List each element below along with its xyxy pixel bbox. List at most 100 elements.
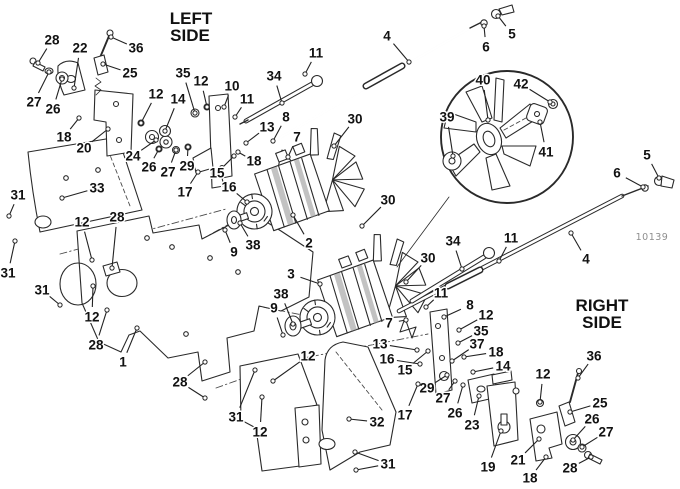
leader-target: [449, 358, 455, 364]
leader-target: [359, 223, 365, 229]
leader-line: [458, 319, 478, 331]
leader-line: [300, 276, 321, 285]
callout-number: 41: [538, 145, 554, 160]
leader-line: [260, 396, 263, 423]
callout-number: 35: [175, 66, 191, 81]
callout-number: 12: [535, 367, 550, 382]
callout-28: 28: [87, 307, 110, 354]
callout-34: 34: [444, 232, 465, 272]
leader-target: [656, 175, 662, 181]
callout-number: 7: [385, 316, 393, 331]
callout-18: 18: [55, 115, 82, 146]
callout-7: 7: [285, 128, 302, 160]
left-side-label-line1: LEFT: [170, 9, 213, 28]
leader-target: [59, 76, 65, 82]
leader-line: [457, 384, 464, 404]
callout-number: 10: [224, 79, 239, 94]
leader-line: [73, 57, 80, 89]
callout-19: 19: [479, 428, 504, 476]
leader-target: [456, 327, 462, 333]
callout-4: 4: [382, 27, 412, 65]
callout-number: 28: [562, 461, 578, 476]
callout-12: 12: [534, 365, 552, 405]
callout-number: 29: [419, 381, 434, 396]
leader-line: [473, 395, 480, 416]
leader-target: [461, 354, 467, 360]
callout-39: 39: [438, 108, 456, 159]
plate-33: [27, 136, 143, 233]
leader-target: [280, 332, 286, 338]
callout-number: 31: [228, 410, 244, 425]
callout-6: 6: [481, 23, 492, 56]
leader-target: [76, 115, 82, 121]
callout-30: 30: [359, 191, 397, 229]
callout-8: 8: [270, 108, 292, 144]
leader-line: [412, 350, 429, 365]
callout-15: 15: [208, 153, 237, 182]
callout-number: 4: [582, 252, 590, 267]
callout-27: 27: [434, 378, 458, 407]
callout-number: 26: [447, 406, 463, 421]
leader-target: [270, 138, 276, 144]
right-side-label-line2: SIDE: [582, 313, 622, 332]
leader-target: [104, 307, 110, 313]
leader-target: [570, 437, 576, 443]
leader-target: [485, 117, 491, 123]
leader-line: [457, 335, 473, 344]
callout-number: 11: [504, 231, 519, 246]
callout-28: 28: [35, 31, 61, 66]
leader-line: [354, 451, 379, 462]
callout-18: 18: [461, 343, 505, 361]
leader-target: [235, 149, 241, 155]
leader-target: [202, 359, 208, 365]
leader-target: [547, 99, 553, 105]
bottom-center-plates: [239, 341, 397, 472]
right-side-label-line1: RIGHT: [576, 296, 630, 315]
fan-detail-circle: [396, 70, 574, 268]
callout-number: 15: [397, 363, 413, 378]
callout-20: 20: [75, 126, 111, 157]
callout-24: 24: [124, 137, 159, 165]
leader-line: [355, 465, 379, 471]
callout-number: 38: [245, 238, 261, 253]
callout-12: 12: [83, 283, 101, 326]
leader-target: [331, 143, 337, 149]
callout-number: 8: [466, 298, 474, 313]
leader-target: [279, 100, 285, 106]
callout-11: 11: [232, 90, 256, 120]
callout-number: 18: [246, 154, 262, 169]
callout-9: 9: [222, 227, 239, 261]
leader-line: [272, 361, 301, 382]
callout-28: 28: [561, 454, 594, 477]
leader-target: [35, 60, 41, 66]
callout-number: 27: [26, 95, 41, 110]
callout-number: 4: [383, 29, 391, 44]
callout-number: 12: [300, 349, 315, 364]
callout-number: 28: [44, 33, 60, 48]
callout-5: 5: [495, 13, 518, 43]
callout-30: 30: [331, 110, 364, 149]
leader-line: [55, 78, 63, 100]
callout-number: 25: [592, 396, 608, 411]
leader-target: [423, 304, 429, 310]
callout-number: 3: [287, 267, 295, 282]
callout-18: 18: [521, 454, 549, 487]
callout-42: 42: [512, 75, 553, 105]
callout-number: 24: [125, 149, 141, 164]
leader-target: [414, 347, 420, 353]
callout-number: 27: [598, 425, 613, 440]
leader-target: [543, 454, 549, 460]
callout-number: 5: [508, 27, 516, 42]
callout-13: 13: [243, 118, 276, 146]
callout-number: 12: [193, 74, 208, 89]
callout-12: 12: [270, 347, 317, 384]
leader-line: [625, 177, 644, 188]
callout-number: 11: [434, 286, 449, 301]
leader-target: [588, 454, 594, 460]
leader-target: [105, 126, 111, 132]
figure-id: 10139: [636, 232, 669, 243]
leader-target: [455, 340, 461, 346]
leader-line: [61, 190, 88, 199]
text-labels: LEFT SIDE RIGHT SIDE 10139: [168, 8, 669, 334]
callout-27: 27: [579, 423, 615, 450]
